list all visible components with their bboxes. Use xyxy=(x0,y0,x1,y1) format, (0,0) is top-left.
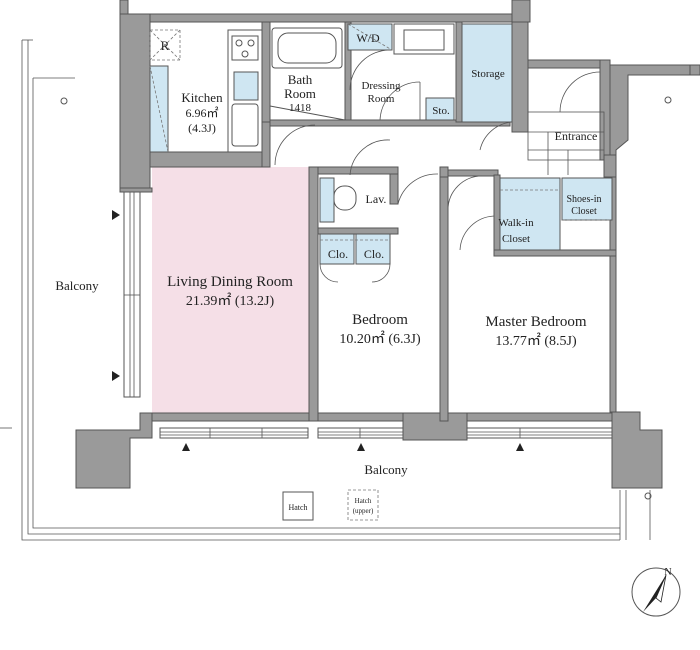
window-arrow-ldr xyxy=(182,443,190,451)
refrigerator-mark: R xyxy=(161,38,170,53)
bottom-windows xyxy=(159,427,613,439)
ldr-door xyxy=(274,124,316,166)
dressing-label-2: Room xyxy=(368,93,395,105)
living-label: Living Dining Room xyxy=(167,274,293,290)
walkin-door xyxy=(459,215,495,251)
closet-door-swing-1 xyxy=(319,263,339,283)
master-area: 13.77㎡ (8.5J) xyxy=(495,333,577,349)
shoesin-closet xyxy=(561,177,613,221)
drain-right-bottom xyxy=(644,492,652,500)
dressing-label-1: Dressing xyxy=(361,80,401,92)
lavatory-fixtures xyxy=(319,173,439,223)
closet-label-1: Clo. xyxy=(328,247,348,261)
hatch-upper-box xyxy=(347,489,379,521)
walkin-label-2: Closet xyxy=(502,233,530,245)
bedroom-label: Bedroom xyxy=(352,312,408,328)
drain-right-top xyxy=(664,96,672,104)
drain-left xyxy=(60,97,68,105)
bath-fixtures xyxy=(269,27,346,121)
storage-label: Storage xyxy=(471,68,505,80)
sto-label: Sto. xyxy=(432,105,450,117)
ldr-side-window xyxy=(123,191,141,398)
bedroom-area: 10.20㎡ (6.3J) xyxy=(339,331,421,347)
dressing-fixtures xyxy=(347,23,455,121)
hatch-upper-label-1: Hatch xyxy=(355,497,372,505)
balcony-side-label: Balcony xyxy=(55,278,99,293)
lav-label: Lav. xyxy=(366,192,387,206)
compass-north-label: N xyxy=(664,567,671,578)
closet-2 xyxy=(355,233,391,265)
kitchen-label: Kitchen xyxy=(181,90,223,105)
bedroom-door xyxy=(349,139,391,176)
bath-label-1: Bath xyxy=(288,72,313,87)
window-arrow-upper xyxy=(112,210,120,220)
balcony-bottom-label: Balcony xyxy=(364,462,408,477)
walkin-label-1: Walk-in xyxy=(498,217,534,229)
walls xyxy=(75,0,700,489)
window-arrow-bedroom xyxy=(357,443,365,451)
shoesin-label-1: Shoes-in xyxy=(567,194,602,205)
wd-label: W/D xyxy=(356,31,380,45)
entrance-label: Entrance xyxy=(555,129,598,143)
hatch-label: Hatch xyxy=(288,503,307,512)
bath-label-2: Room xyxy=(284,86,316,101)
bath-size: 1418 xyxy=(289,102,312,114)
balcony-railing xyxy=(0,39,651,541)
hatch-upper-label-2: (upper) xyxy=(353,507,374,515)
entrance-area xyxy=(527,71,605,175)
closet-1 xyxy=(319,233,355,265)
kitchen-jou: (4.3J) xyxy=(188,121,216,135)
storage-door xyxy=(479,121,513,151)
living-dining-floor xyxy=(152,167,309,413)
living-area: 21.39㎡ (13.2J) xyxy=(186,293,275,309)
master-label: Master Bedroom xyxy=(485,314,587,330)
master-door xyxy=(447,175,483,211)
window-arrow-master xyxy=(516,443,524,451)
kitchen-area: 6.96㎡ xyxy=(185,106,218,120)
window-arrow-lower xyxy=(112,371,120,381)
compass xyxy=(631,567,681,617)
kitchen-fixtures xyxy=(149,29,263,153)
storage-block xyxy=(461,23,513,123)
closet-label-2: Clo. xyxy=(364,247,384,261)
closet-door-swing-2 xyxy=(371,263,391,283)
hatch-box xyxy=(282,491,314,521)
shoesin-label-2: Closet xyxy=(571,206,597,217)
